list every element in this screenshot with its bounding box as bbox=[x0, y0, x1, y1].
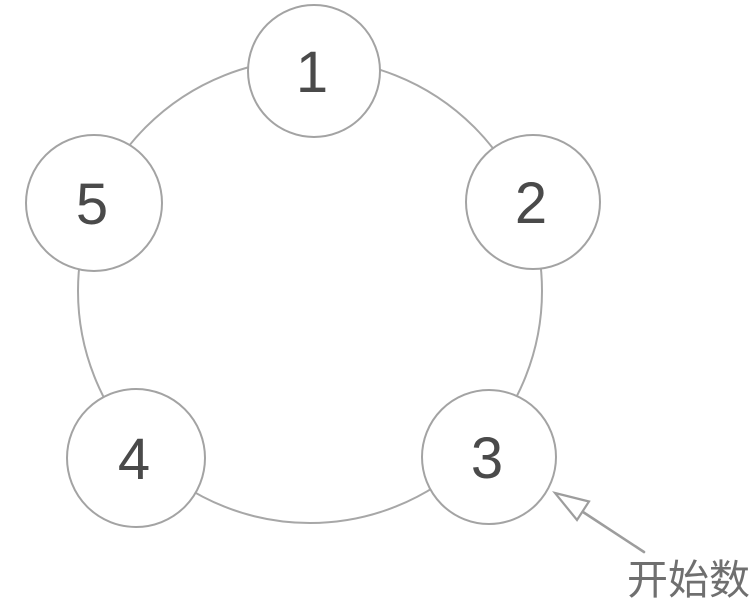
node-3: 3 bbox=[421, 389, 557, 525]
node-1: 1 bbox=[247, 4, 381, 138]
node-label-1: 1 bbox=[296, 40, 328, 105]
node-label-2: 2 bbox=[515, 171, 547, 236]
node-circle-2 bbox=[465, 134, 601, 270]
arrow-head-icon bbox=[552, 491, 591, 522]
node-4: 4 bbox=[66, 388, 206, 528]
node-circle-3 bbox=[421, 389, 557, 525]
node-5: 5 bbox=[25, 134, 163, 272]
node-label-4: 4 bbox=[118, 427, 150, 492]
node-2: 2 bbox=[465, 134, 601, 270]
node-circle-5 bbox=[25, 134, 163, 272]
start-pointer-arrow bbox=[552, 491, 646, 554]
node-circle-4 bbox=[66, 388, 206, 528]
arrow-shaft bbox=[581, 510, 646, 554]
node-circle-1 bbox=[247, 4, 381, 138]
node-label-3: 3 bbox=[471, 426, 503, 491]
node-label-5: 5 bbox=[76, 172, 108, 237]
start-label: 开始数 bbox=[627, 557, 750, 603]
